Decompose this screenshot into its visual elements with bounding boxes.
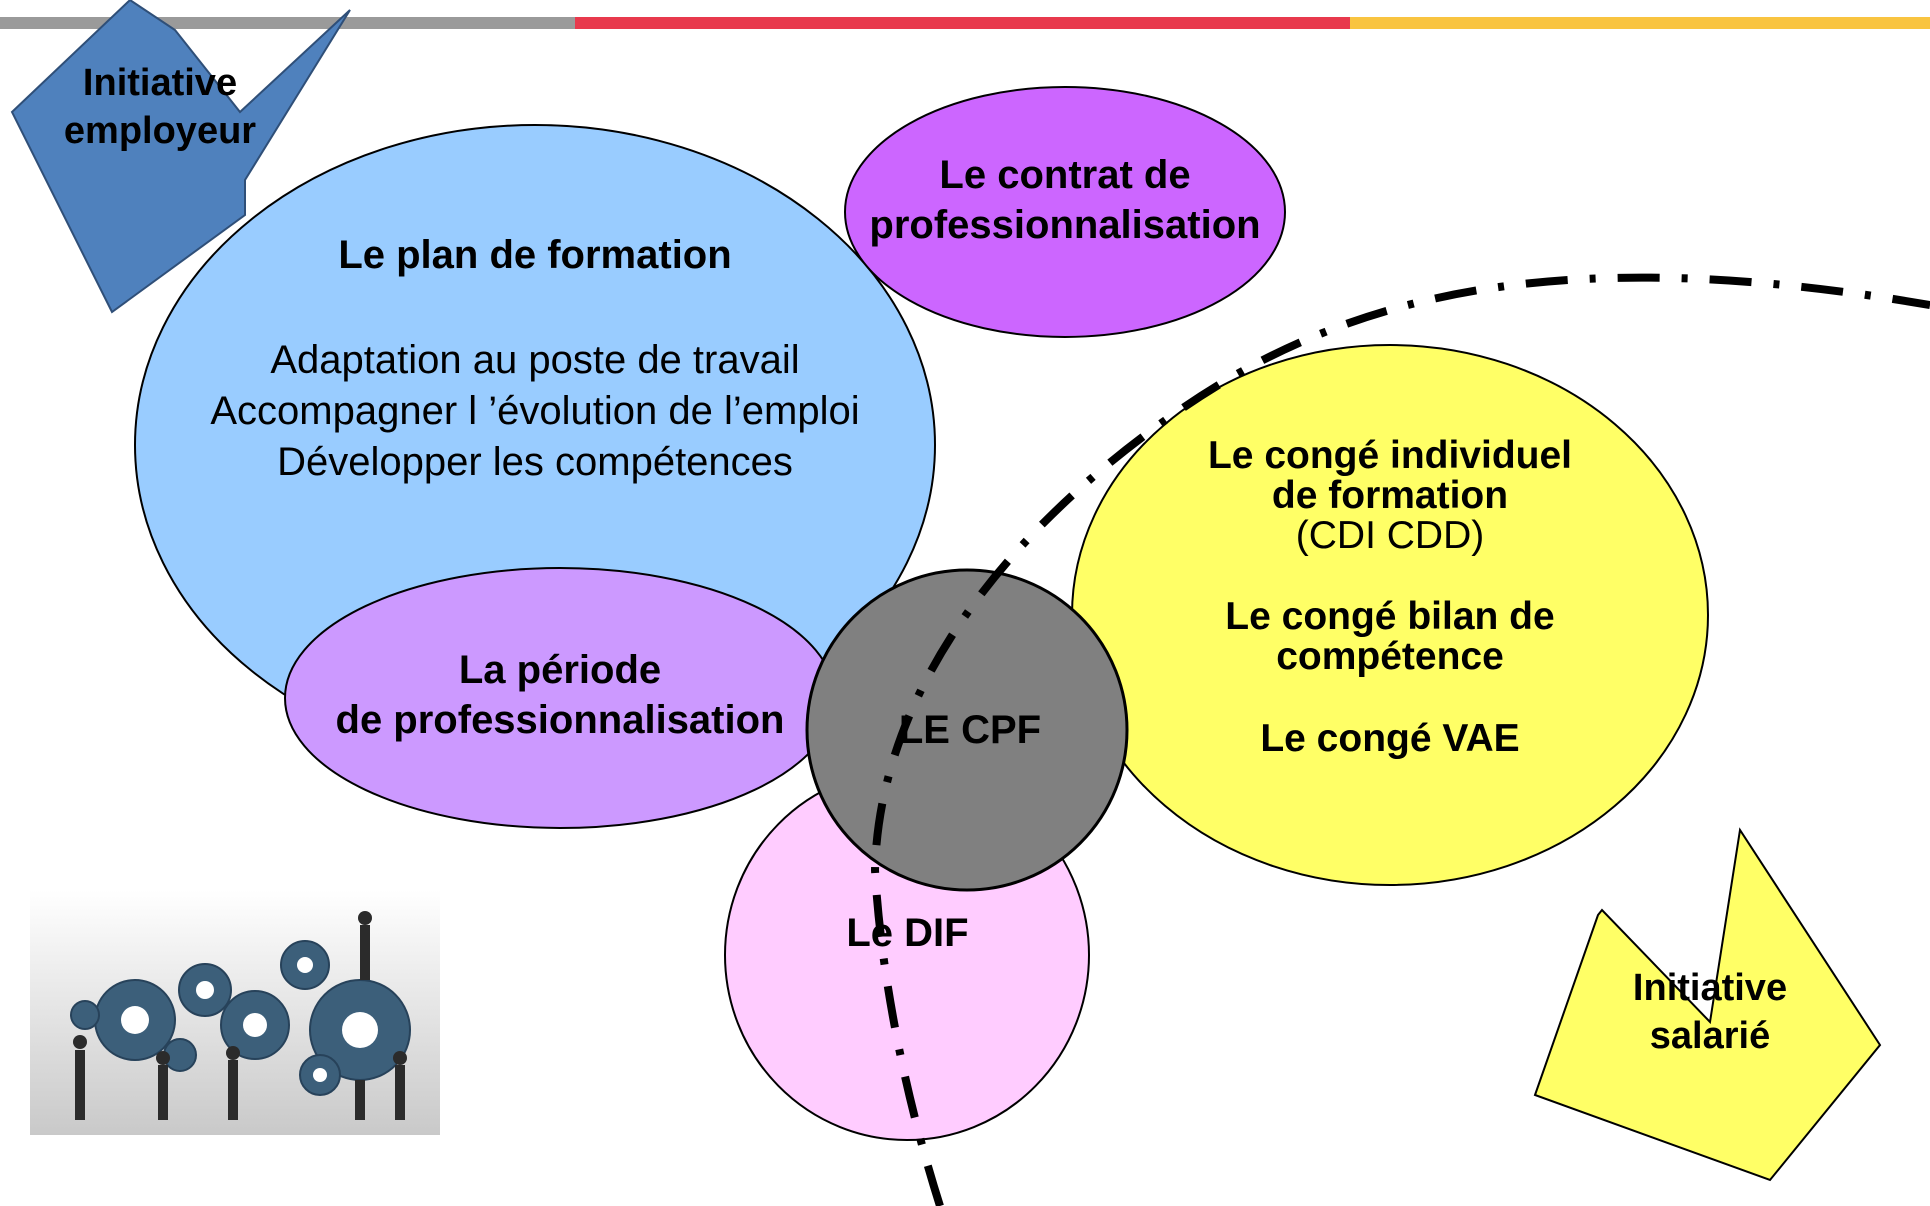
initiative-salarie-line1: Initiative (1632, 967, 1788, 1009)
periode-pro-line2: de professionnalisation (335, 698, 785, 742)
cif-line2: de formation (1271, 473, 1509, 517)
initiative-employeur-line2: employeur (63, 109, 257, 152)
conges-label: Le congé individuel de formation (CDI CD… (1150, 436, 1630, 759)
initiative-salarie-line2: salarié (1649, 1014, 1771, 1057)
vae-text: Le congé VAE (1260, 716, 1520, 760)
cpf-text: LE CPF (898, 708, 1042, 752)
bilan-line2: compétence (1276, 635, 1504, 679)
initiative-employeur-arrow (10, 0, 351, 314)
plan-formation-item: Accompagner l ’évolution de l’emploi (210, 388, 860, 433)
contrat-pro-line2: professionnalisation (869, 203, 1261, 247)
plan-formation-item: Développer les compétences (277, 439, 793, 484)
periode-pro-line1: La période (458, 648, 662, 692)
top-bar-grey (0, 17, 575, 29)
plan-formation-title: Le plan de formation (235, 230, 835, 280)
salarie-zone-boundary (870, 273, 1930, 1206)
initiative-salarie-arrow (1533, 827, 1882, 1182)
contrat-pro-label: Le contrat de professionnalisation (845, 150, 1285, 250)
dif-text: Le DIF (846, 911, 969, 955)
gears-icon (30, 890, 440, 1135)
initiative-employeur-line1: Initiative (82, 62, 238, 104)
plan-formation-items: Adaptation au poste de travail Accompagn… (140, 335, 930, 487)
gears-teamwork-photo (30, 890, 440, 1135)
contrat-pro-ellipse (844, 86, 1286, 338)
cpf-label: LE CPF (870, 705, 1070, 755)
dif-label: Le DIF (800, 908, 1015, 958)
top-bar-red (575, 17, 1350, 29)
top-bar-yellow (1350, 17, 1930, 29)
plan-formation-title-text: Le plan de formation (338, 233, 732, 277)
cif-note: (CDI CDD) (1295, 513, 1485, 557)
initiative-salarie-label: Initiative salarié (1595, 965, 1825, 1060)
cif-line1: Le congé individuel (1207, 434, 1573, 477)
periode-pro-label: La période de professionnalisation (300, 645, 820, 745)
plan-formation-item: Adaptation au poste de travail (270, 338, 800, 382)
bilan-line1: Le congé bilan de (1225, 595, 1555, 639)
cpf-circle (805, 568, 1129, 892)
contrat-pro-line1: Le contrat de (939, 153, 1191, 197)
initiative-employeur-label: Initiative employeur (45, 60, 275, 155)
